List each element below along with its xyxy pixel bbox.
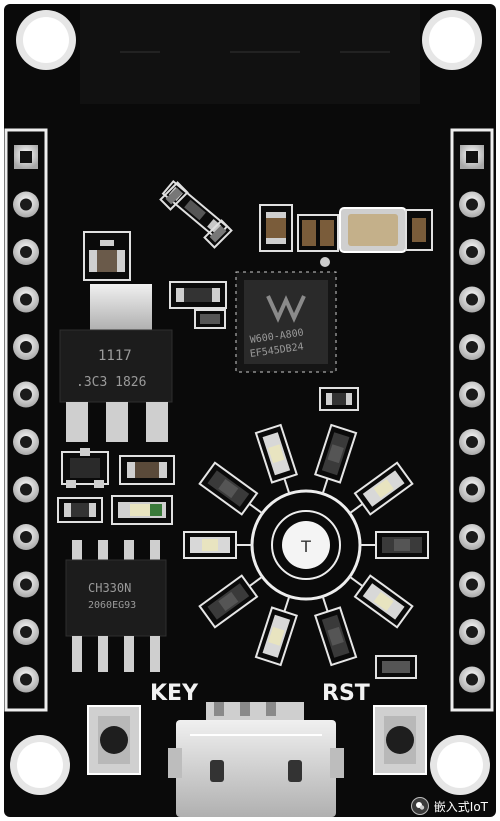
ring-led bbox=[254, 423, 298, 494]
right-pin-header bbox=[450, 128, 494, 712]
ring-led bbox=[349, 574, 414, 629]
wifi-mcu-chip: W600-A800 EF545DB24 bbox=[235, 257, 337, 373]
flash-marking-1: CH330N bbox=[88, 581, 131, 595]
ring-resistor bbox=[360, 531, 429, 559]
ring-resistor bbox=[314, 596, 358, 667]
watermark: 嵌入式IoT bbox=[410, 797, 488, 815]
touch-sensor: T bbox=[183, 423, 429, 667]
regulator-marking-2: .3C3 1826 bbox=[76, 375, 146, 390]
ring-led bbox=[183, 531, 252, 559]
winner-micro-logo-icon bbox=[266, 295, 306, 323]
left-pin-hole bbox=[20, 246, 32, 258]
rst-label: RST bbox=[322, 681, 370, 706]
left-pin-hole bbox=[20, 293, 32, 306]
capacitor-pair bbox=[259, 204, 339, 252]
left-pin-hole bbox=[20, 388, 32, 401]
usb-serial-chip: CH330N 2060EG93 bbox=[65, 540, 167, 672]
right-pin-hole bbox=[466, 293, 478, 306]
right-pin-hole bbox=[466, 483, 478, 496]
right-pin-hole bbox=[466, 578, 478, 591]
left-pin-hole bbox=[20, 673, 32, 686]
mounting-hole-bottom-right bbox=[430, 735, 490, 795]
wechat-icon bbox=[410, 797, 429, 815]
antenna-area bbox=[80, 4, 420, 104]
voltage-regulator: 1117 .3C3 1826 bbox=[59, 284, 173, 442]
resistor bbox=[319, 387, 359, 411]
left-pin-hole bbox=[20, 436, 32, 448]
mounting-hole-bottom-left bbox=[10, 735, 70, 795]
mounting-hole-top-right bbox=[422, 10, 482, 70]
left-pin-hole bbox=[20, 626, 32, 638]
ring-resistor bbox=[198, 461, 263, 516]
right-pin-hole bbox=[466, 673, 478, 686]
crystal-oscillator bbox=[339, 207, 433, 253]
left-pin-hole bbox=[20, 341, 32, 353]
resistor bbox=[375, 655, 417, 679]
touch-pad bbox=[282, 521, 330, 569]
left-pin-hole bbox=[20, 483, 32, 496]
regulator-marking-1: 1117 bbox=[98, 348, 132, 364]
right-pin-hole bbox=[466, 388, 478, 401]
left-pin-header bbox=[4, 128, 48, 712]
ring-led bbox=[349, 461, 414, 516]
capacitor bbox=[83, 231, 131, 281]
resistor bbox=[169, 281, 227, 329]
watermark-text: 嵌入式IoT bbox=[433, 799, 488, 814]
left-pin-hole bbox=[20, 531, 32, 543]
smd-part bbox=[159, 181, 189, 211]
flash-marking-2: 2060EG93 bbox=[88, 600, 136, 611]
rst-button[interactable] bbox=[373, 705, 427, 775]
left-pin-hole bbox=[20, 198, 32, 211]
touch-label: T bbox=[300, 537, 311, 556]
key-button[interactable] bbox=[87, 705, 141, 775]
transistor bbox=[61, 448, 109, 488]
ring-resistor bbox=[198, 574, 263, 629]
resistor bbox=[57, 497, 103, 523]
ring-led bbox=[254, 596, 298, 667]
mounting-hole-top-left bbox=[16, 10, 76, 70]
smd-part bbox=[203, 219, 233, 249]
right-pin-hole bbox=[466, 198, 478, 211]
micro-usb-port[interactable] bbox=[168, 702, 344, 817]
status-led bbox=[111, 495, 173, 525]
right-pin-hole bbox=[466, 341, 478, 353]
right-pin-hole bbox=[466, 626, 478, 638]
right-pin-hole bbox=[466, 531, 478, 543]
right-pin-hole bbox=[466, 246, 478, 258]
key-label: KEY bbox=[150, 681, 199, 706]
ring-resistor bbox=[314, 423, 358, 494]
right-pin-hole bbox=[466, 436, 478, 448]
left-pin-hole bbox=[20, 578, 32, 591]
resistor bbox=[119, 455, 175, 485]
